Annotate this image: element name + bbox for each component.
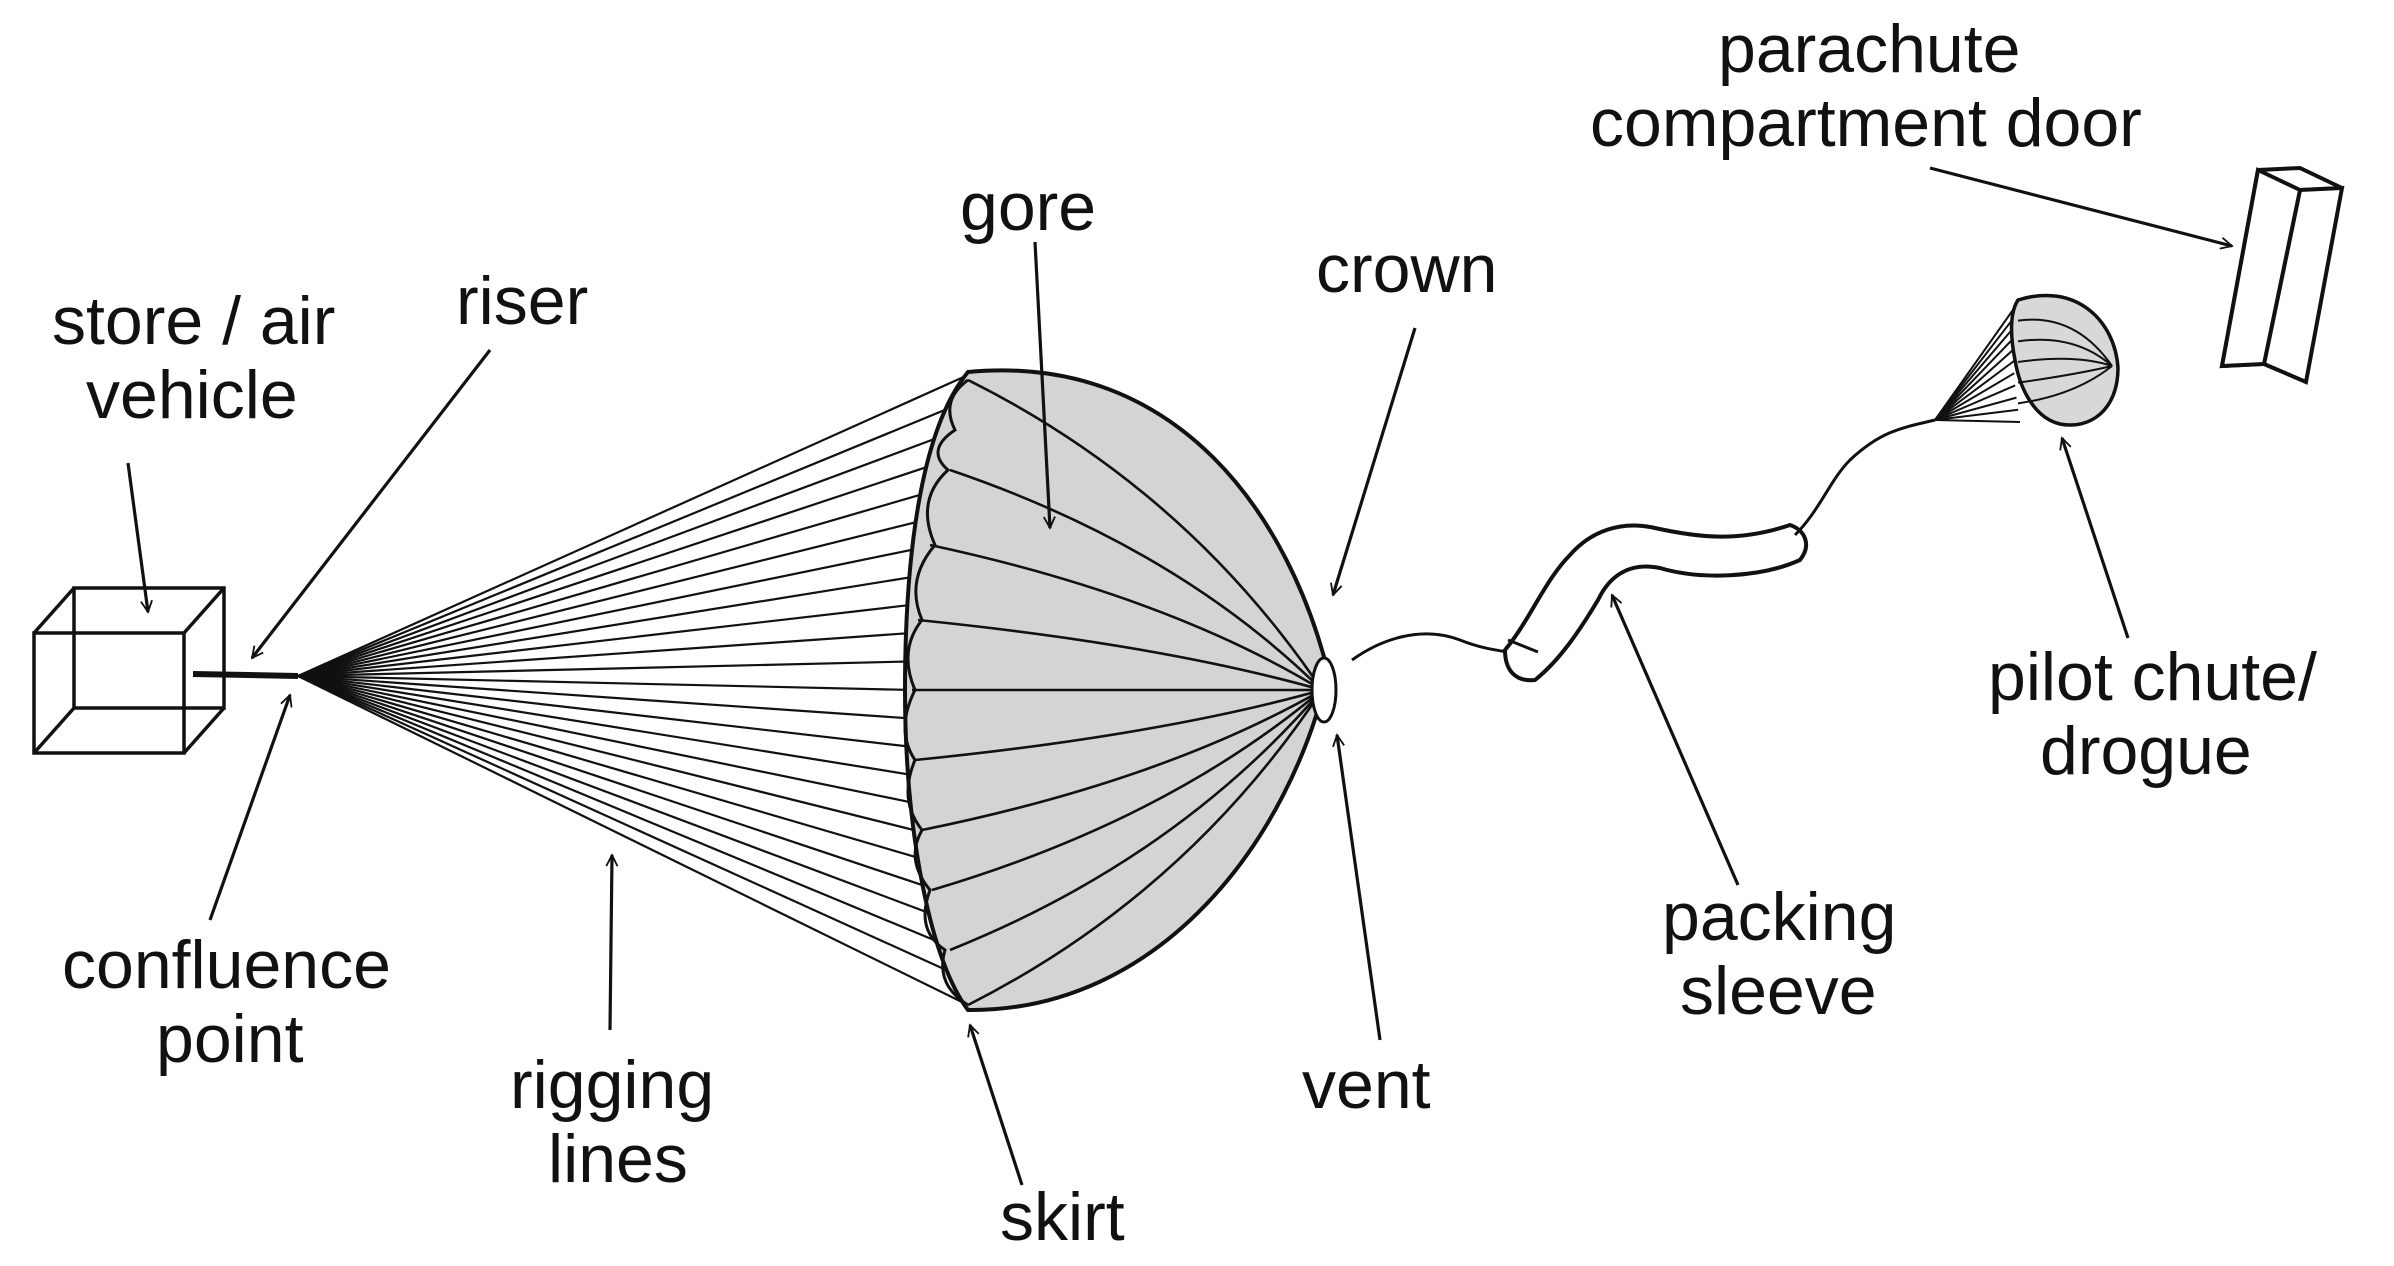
label-crown: crown bbox=[1316, 231, 1497, 307]
pilot-chute bbox=[1934, 293, 2120, 427]
label-door-line2: compartment door bbox=[1590, 85, 2142, 161]
label-store-line2: vehicle bbox=[86, 357, 298, 433]
compartment-door bbox=[2219, 165, 2345, 385]
label-skirt: skirt bbox=[1000, 1179, 1125, 1255]
store-cube bbox=[32, 586, 226, 755]
pointer-arrows bbox=[126, 166, 2232, 1186]
packing-sleeve bbox=[1502, 522, 1809, 683]
rigging-lines bbox=[297, 373, 969, 1006]
bridle-line bbox=[1351, 632, 1509, 662]
label-packing-line2: sleeve bbox=[1680, 953, 1877, 1029]
canopy-vent bbox=[1310, 656, 1338, 724]
label-vent: vent bbox=[1302, 1047, 1431, 1123]
label-riser: riser bbox=[456, 263, 588, 339]
canopy-skirt bbox=[903, 378, 969, 1007]
label-confluence-line1: confluence bbox=[62, 927, 391, 1003]
label-pilot-line2: drogue bbox=[2040, 713, 2252, 789]
label-rigging-line1: rigging bbox=[510, 1047, 714, 1123]
label-packing-line1: packing bbox=[1662, 879, 1896, 955]
label-confluence-line2: point bbox=[156, 1001, 304, 1077]
label-pilot-line1: pilot chute/ bbox=[1988, 639, 2317, 715]
label-gore: gore bbox=[960, 169, 1096, 245]
label-store-line1: store / air bbox=[52, 283, 335, 359]
label-door-line1: parachute bbox=[1718, 11, 2020, 87]
riser bbox=[192, 671, 299, 679]
label-rigging-line2: lines bbox=[548, 1121, 688, 1197]
pilot-tether bbox=[1793, 418, 1936, 537]
gore-seams bbox=[911, 378, 1324, 1007]
